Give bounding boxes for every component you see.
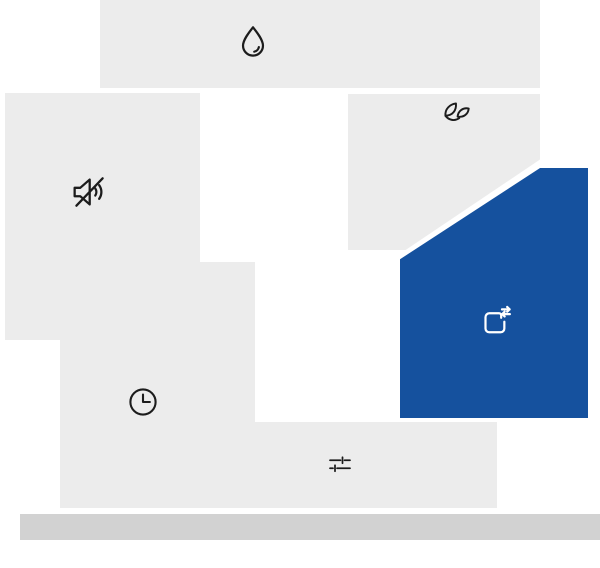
clock-icon xyxy=(125,384,161,420)
footer-bar xyxy=(20,514,600,540)
speaker-muted-icon xyxy=(68,171,110,213)
leaves-icon xyxy=(439,97,475,133)
sliders-icon xyxy=(325,449,355,479)
tap-arrows-icon xyxy=(476,303,514,341)
tile-water-drop[interactable] xyxy=(100,0,540,88)
water-drop-icon xyxy=(234,23,272,61)
tile-settings-sliders[interactable] xyxy=(60,422,497,508)
